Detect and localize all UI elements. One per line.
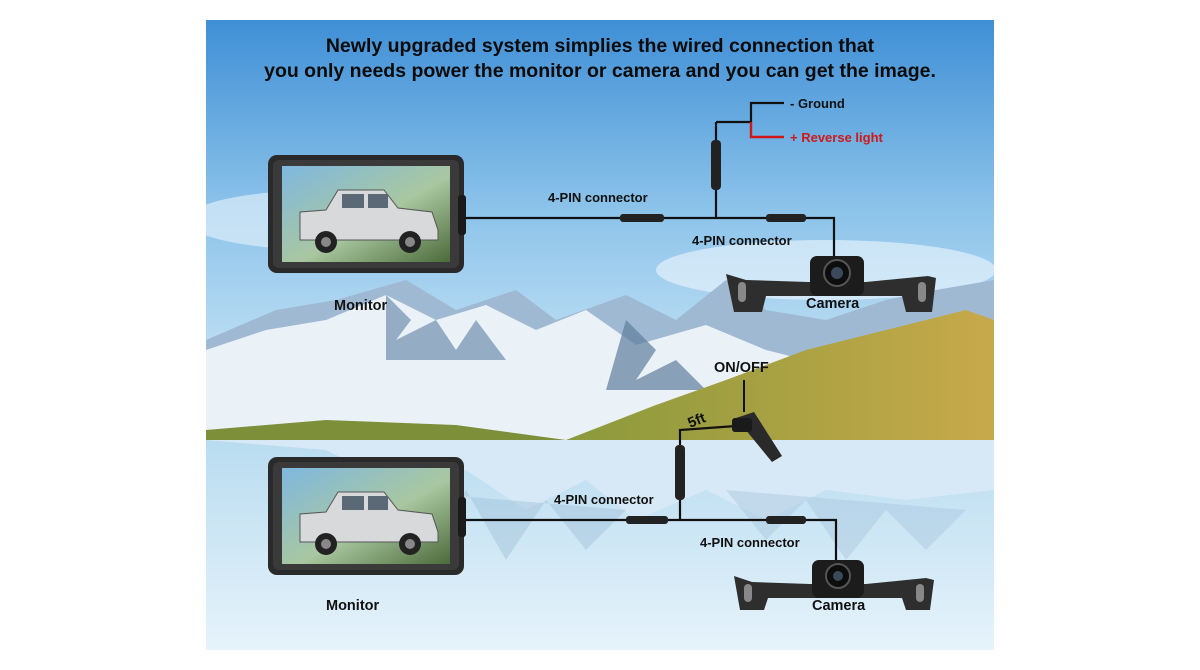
top-power-connector [711,140,721,190]
top-connector-right-label: 4-PIN connector [692,233,792,248]
top-camera [726,256,936,312]
bottom-power-connector [675,445,685,500]
on-off-switch [732,380,782,462]
bottom-connector-left-label: 4-PIN connector [554,492,654,507]
bottom-camera [734,560,934,610]
top-connector-left [620,214,664,222]
top-camera-label: Camera [806,296,860,312]
title-line-2: you only needs power the monitor or came… [264,60,936,82]
on-off-label: ON/OFF [714,360,769,376]
diagram-canvas: Newly upgraded system simplies the wired… [206,20,994,650]
bottom-connector-right [766,516,806,524]
top-monitor [268,155,466,273]
ground-label: - Ground [790,96,845,111]
top-connector-right [766,214,806,222]
title-line-1: Newly upgraded system simplies the wired… [325,35,875,57]
top-monitor-label: Monitor [334,298,388,314]
bottom-monitor [268,457,466,575]
bottom-connector-left [626,516,668,524]
bottom-connector-right-label: 4-PIN connector [700,535,800,550]
reverse-light-wire [749,122,784,139]
background-scene [206,20,994,650]
top-connector-left-label: 4-PIN connector [548,190,648,205]
bottom-camera-label: Camera [812,598,866,614]
reverse-light-label: + Reverse light [790,130,883,145]
bottom-monitor-label: Monitor [326,598,380,614]
